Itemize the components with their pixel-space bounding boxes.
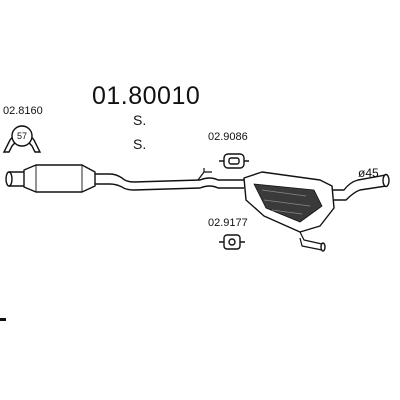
part-number: 01.80010 bbox=[92, 82, 201, 110]
note-s-2: S. bbox=[133, 136, 147, 152]
tail-pipe bbox=[332, 174, 387, 201]
pipe-diameter-label: ø45 bbox=[358, 166, 379, 180]
clamp-icon: 57 bbox=[2, 125, 42, 153]
inlet-pipe bbox=[5, 171, 26, 187]
clamp-size-label: 57 bbox=[17, 131, 27, 141]
front-silencer bbox=[23, 164, 96, 193]
rubber-mount-icon bbox=[219, 234, 245, 250]
rubber-mount-part-code: 02.9177 bbox=[208, 217, 248, 229]
edge-marker bbox=[0, 318, 6, 321]
connecting-pipe bbox=[95, 173, 244, 191]
exhaust-assembly bbox=[5, 164, 390, 252]
note-s-1: S. bbox=[133, 112, 147, 128]
hanger-icon bbox=[219, 153, 249, 169]
clamp-part-code: 02.8160 bbox=[3, 105, 43, 117]
hanger-part-code: 02.9086 bbox=[208, 131, 248, 143]
